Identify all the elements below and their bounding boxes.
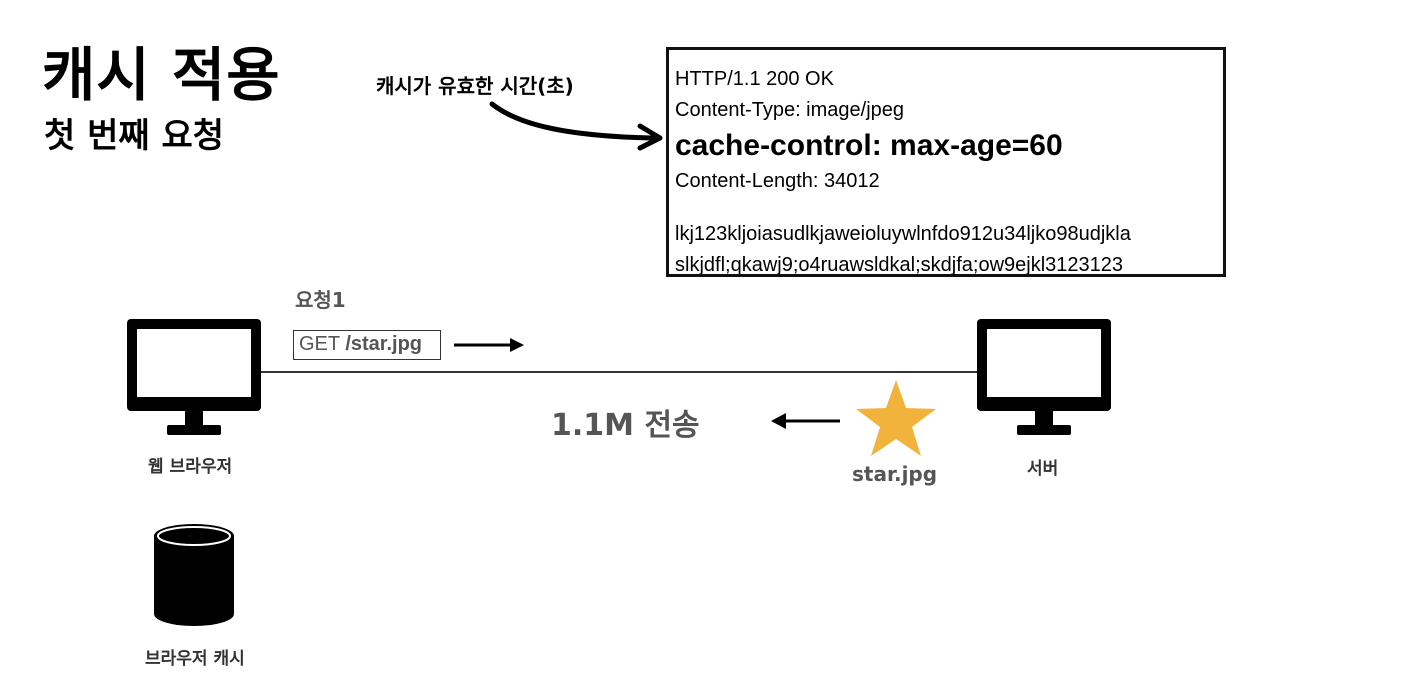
page-subtitle: 첫 번째 요청 [44, 116, 225, 156]
status-line: HTTP/1.1 200 OK [675, 68, 834, 90]
server-label: 서버 [1027, 459, 1059, 479]
request-arrow [454, 338, 524, 352]
cache-control-header: cache-control: max-age=60 [675, 129, 1063, 162]
resource-label: star.jpg [852, 462, 938, 486]
star-icon [856, 380, 936, 456]
browser-monitor-icon [127, 319, 261, 435]
request-method: GET [299, 333, 340, 355]
page-title: 캐시 적용 [42, 41, 281, 109]
response-body-line-1: lkj123kljoiasudlkjaweioluywlnfdo912u34lj… [675, 223, 1131, 245]
browser-label: 웹 브라우저 [148, 457, 233, 477]
request-path: /star.jpg [345, 333, 423, 355]
database-cylinder-icon [154, 524, 234, 626]
annotation-arrow [489, 101, 663, 151]
browser-cache-label: 브라우저 캐시 [145, 649, 245, 669]
response-arrow [771, 413, 840, 429]
server-monitor-icon [977, 319, 1111, 435]
http-response-box: HTTP/1.1 200 OK Content-Type: image/jpeg… [666, 47, 1226, 277]
body-separator [675, 197, 1223, 219]
content-type-header: Content-Type: image/jpeg [675, 99, 905, 121]
connection-line [260, 371, 982, 373]
max-age-annotation: 캐시가 유효한 시간(초) [376, 74, 574, 98]
transfer-size-label: 1.1M 전송 [551, 408, 700, 443]
content-length-header: Content-Length: 34012 [675, 170, 880, 192]
request-label: 요청1 [295, 288, 346, 312]
request-box: GET /star.jpg [293, 330, 441, 360]
response-body-line-2: slkjdfl;qkawj9;o4ruawsldkal;skdjfa;ow9ej… [675, 254, 1124, 276]
